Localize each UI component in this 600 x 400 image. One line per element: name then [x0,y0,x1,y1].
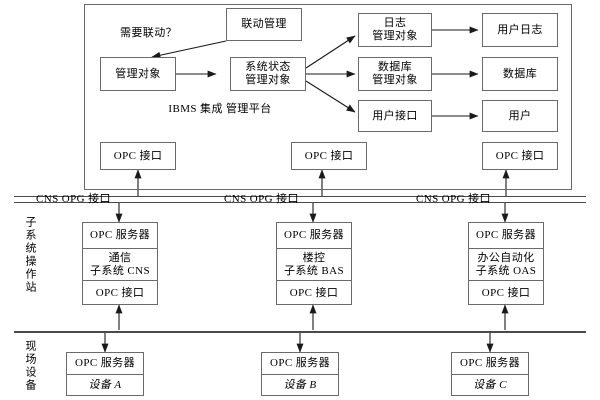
bus-bottom-line [14,331,586,333]
bus-label-left: CNS OPG 接口 [36,193,111,205]
band-label-field-devices: 现场设备 [24,340,36,392]
platform-title-line1: IBMS 集成 [168,103,223,115]
platform-title-line2: 管理平台 [226,103,272,115]
platform-title: IBMS 集成 管理平台 [160,103,280,116]
node-database-management-object-line2: 管理对象 [372,74,418,86]
bus-top-upper-line [14,196,586,197]
subsystem-oas-opc-interface[interactable]: OPC 接口 [469,280,543,305]
device-b[interactable]: OPC 服务器 设备 B [261,352,339,396]
device-b-name-label: 设备 B [283,378,317,391]
node-linkage-management-label: 联动管理 [241,18,287,31]
node-log-management-object[interactable]: 日志 管理对象 [358,13,432,47]
band-label-subsystem-station: 子系统操作站 [24,216,36,294]
node-user-log[interactable]: 用户日志 [482,13,558,47]
node-linkage-management[interactable]: 联动管理 [226,8,302,41]
platform-opc-interface-mid-label: OPC 接口 [304,149,354,162]
platform-opc-interface-right-label: OPC 接口 [495,149,545,162]
decision-label-need-linkage: 需要联动？ [120,27,177,39]
device-a-name-label: 设备 A [88,378,122,391]
node-user-log-label: 用户日志 [497,23,543,36]
subsystem-oas-name-line2: 子系统 OAS [475,264,537,277]
subsystem-cns-opc-interface[interactable]: OPC 接口 [83,280,157,305]
device-a[interactable]: OPC 服务器 设备 A [66,352,144,396]
node-database-management-object[interactable]: 数据库 管理对象 [358,57,432,91]
device-a-opc-server-label: OPC 服务器 [75,357,135,370]
node-managed-object-label: 管理对象 [115,67,161,80]
device-b-name[interactable]: 设备 B [262,374,338,395]
subsystem-bas-name[interactable]: 楼控 子系统 BAS [277,248,351,280]
subsystem-cns-opc-server[interactable]: OPC 服务器 [83,223,157,248]
subsystem-bas-name-line2: 子系统 BAS [284,264,344,277]
node-system-state-object-line1: 系统状态 [245,61,291,74]
device-c-opc-server-label: OPC 服务器 [460,357,520,370]
device-c-name-label: 设备 C [473,378,507,391]
subsystem-bas-opc-interface[interactable]: OPC 接口 [277,280,351,305]
node-managed-object[interactable]: 管理对象 [100,57,176,91]
device-b-opc-server[interactable]: OPC 服务器 [262,353,338,374]
node-database-management-object-line1: 数据库 [377,61,413,74]
platform-opc-interface-right[interactable]: OPC 接口 [482,142,558,170]
node-database-label: 数据库 [502,67,538,80]
subsystem-bas-opc-server-label: OPC 服务器 [284,229,344,242]
subsystem-oas-opc-server[interactable]: OPC 服务器 [469,223,543,248]
subsystem-cns-name-line1: 通信 [108,251,132,264]
node-log-management-object-line1: 日志 [383,17,407,30]
subsystem-cns-name-line2: 子系统 CNS [90,264,150,277]
subsystem-oas[interactable]: OPC 服务器 办公自动化 子系统 OAS OPC 接口 [468,222,544,305]
node-system-state-object-line2: 管理对象 [245,74,291,86]
node-database[interactable]: 数据库 [482,57,558,91]
subsystem-bas-name-line1: 楼控 [302,251,326,264]
node-user-interface-label: 用户接口 [372,109,418,122]
bus-top-lower-line [14,202,586,203]
platform-opc-interface-left[interactable]: OPC 接口 [100,142,176,170]
device-c[interactable]: OPC 服务器 设备 C [451,352,529,396]
device-c-name[interactable]: 设备 C [452,374,528,395]
subsystem-cns-opc-server-label: OPC 服务器 [90,229,150,242]
subsystem-bas-opc-server[interactable]: OPC 服务器 [277,223,351,248]
subsystem-bas[interactable]: OPC 服务器 楼控 子系统 BAS OPC 接口 [276,222,352,305]
node-log-management-object-line2: 管理对象 [372,30,418,42]
subsystem-cns-opc-interface-label: OPC 接口 [95,286,145,299]
platform-opc-interface-left-label: OPC 接口 [113,149,163,162]
bus-label-mid: CNS OPG 接口 [224,193,299,205]
subsystem-oas-name-line1: 办公自动化 [477,251,535,264]
subsystem-oas-opc-server-label: OPC 服务器 [476,229,536,242]
bus-label-right: CNS OPG 接口 [416,193,491,205]
node-user-interface[interactable]: 用户接口 [358,100,432,132]
subsystem-cns[interactable]: OPC 服务器 通信 子系统 CNS OPC 接口 [82,222,158,305]
node-system-state-object[interactable]: 系统状态 管理对象 [230,57,306,91]
device-b-opc-server-label: OPC 服务器 [270,357,330,370]
subsystem-oas-name[interactable]: 办公自动化 子系统 OAS [469,248,543,280]
device-c-opc-server[interactable]: OPC 服务器 [452,353,528,374]
platform-opc-interface-mid[interactable]: OPC 接口 [291,142,367,170]
subsystem-bas-opc-interface-label: OPC 接口 [289,286,339,299]
node-user[interactable]: 用户 [482,100,558,132]
node-user-label: 用户 [508,109,532,122]
subsystem-cns-name[interactable]: 通信 子系统 CNS [83,248,157,280]
ibms-platform-frame [84,4,572,190]
device-a-opc-server[interactable]: OPC 服务器 [67,353,143,374]
subsystem-oas-opc-interface-label: OPC 接口 [481,286,531,299]
device-a-name[interactable]: 设备 A [67,374,143,395]
